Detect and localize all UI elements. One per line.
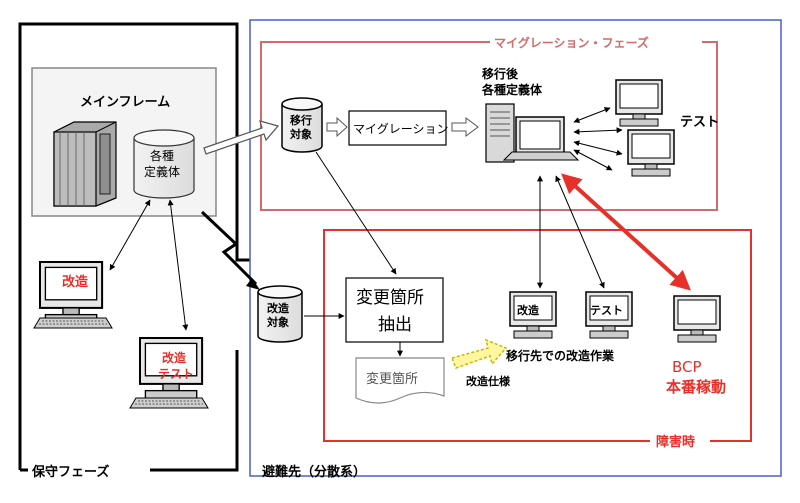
mod-spec-arrow	[450, 338, 508, 369]
bcp-monitor	[673, 295, 721, 343]
migrated-defs-label-2: 各種定義体	[481, 82, 543, 97]
migrated-defs-label-1: 移行後	[482, 66, 519, 81]
mainframe-label: メインフレーム	[80, 95, 170, 110]
bcp-red-arrow	[561, 173, 691, 291]
arrow-migrate-extract	[315, 151, 397, 275]
arrow-server-test2	[573, 127, 623, 135]
migration-process-box	[348, 110, 447, 146]
lightning-arrowhead	[246, 278, 260, 290]
definitions-cylinder	[133, 129, 195, 199]
arrow-defs-modify	[109, 199, 151, 271]
modify-label: 改造	[62, 274, 89, 290]
migrate-target-label-1: 移行	[290, 113, 312, 127]
hollow-arrow-small	[326, 116, 348, 138]
test-monitor-1	[615, 79, 663, 127]
maintenance-phase-border	[18, 22, 250, 470]
mod-target-label-1: 改造	[267, 301, 290, 315]
modify-test-label-2: テスト	[158, 367, 194, 381]
modify-work-label: 移行先での改造作業	[506, 348, 615, 363]
arrow-server-test3	[573, 140, 623, 156]
modify-test-label-1: 改造	[162, 350, 187, 365]
modify-small-label: 改造	[517, 303, 540, 317]
maintenance-phase-border-bottom	[20, 350, 239, 472]
test-monitor-2	[627, 129, 675, 177]
migration-process-label: マイグレーション	[353, 122, 449, 136]
mod-target-cylinder	[257, 285, 303, 343]
evacuation-site-label: 避難先（分散系）	[262, 464, 366, 480]
modify-pc-keyboard	[33, 317, 113, 329]
bcp-label-2: 本番稼動	[666, 378, 726, 396]
change-extract-label-2: 抽出	[378, 315, 412, 335]
migration-phase-label: マイグレーション・フェーズ	[494, 35, 649, 50]
failure-time-label: 障害時	[656, 434, 695, 450]
modify-pc-monitor	[38, 260, 104, 326]
mod-target-label-2: 対象	[266, 315, 289, 329]
evacuation-site-border	[249, 19, 782, 477]
migrated-server-icon	[485, 103, 580, 163]
definitions-label-2: 定義体	[144, 164, 180, 179]
test-small-label: テスト	[590, 304, 623, 317]
change-doc-label: 変更箇所	[366, 371, 418, 387]
bcp-label-1: BCP	[672, 358, 702, 376]
change-extract-box	[345, 277, 444, 343]
modify-test-pc-keyboard	[129, 397, 209, 409]
migrate-target-label-2: 対象	[289, 127, 312, 141]
definitions-label-1: 各種	[150, 148, 174, 163]
maintenance-phase-label: 保守フェーズ	[31, 464, 109, 480]
mod-spec-label: 改造仕様	[466, 374, 511, 388]
hollow-arrow-to-server	[451, 117, 479, 137]
lightning-line	[200, 210, 258, 286]
arrow-defs-modifytest	[167, 199, 189, 331]
change-extract-label-1: 変更箇所	[356, 288, 424, 308]
arrow-server-test4	[573, 149, 613, 171]
test-label: テスト	[680, 115, 719, 130]
migrate-target-cylinder	[281, 97, 323, 153]
mainframe-rack-icon	[53, 121, 117, 207]
change-doc-shape	[355, 357, 445, 404]
arrow-server-test1	[573, 107, 611, 123]
hollow-arrow-to-migrate	[203, 120, 280, 155]
